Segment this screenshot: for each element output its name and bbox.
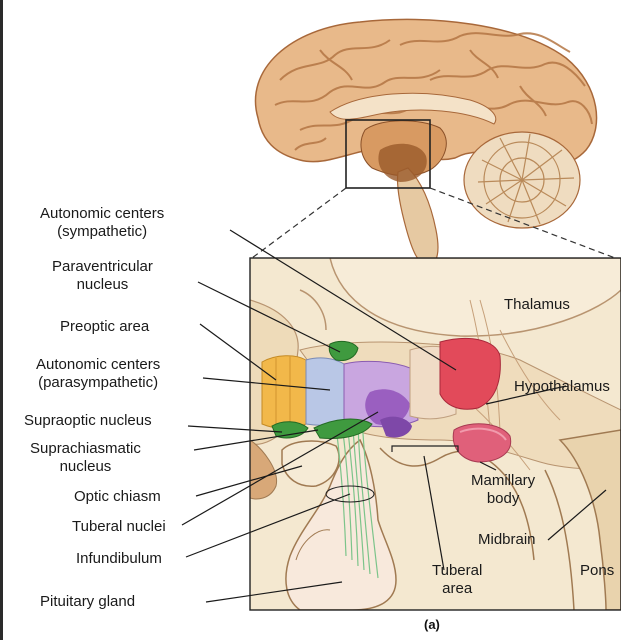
label-tuberal-area: Tuberal area [432, 562, 482, 598]
label-preoptic-area: Preoptic area [60, 318, 149, 336]
label-pituitary-gland: Pituitary gland [40, 593, 135, 611]
label-suprachiasmatic-line1: Suprachiasmatic [30, 440, 141, 458]
label-suprachiasmatic-line2: nucleus [30, 458, 141, 476]
label-midbrain: Midbrain [478, 531, 536, 549]
label-autonomic-sympathetic-line1: Autonomic centers [40, 205, 164, 223]
label-infundibulum: Infundibulum [76, 550, 162, 568]
label-paraventricular: Paraventricular nucleus [52, 258, 153, 294]
label-tuberal-nuclei: Tuberal nuclei [72, 518, 166, 536]
label-thalamus: Thalamus [504, 296, 570, 314]
label-autonomic-sympathetic-line2: (sympathetic) [40, 223, 164, 241]
figure-label: (a) [424, 617, 440, 632]
brain-illustration [255, 19, 596, 266]
label-optic-chiasm: Optic chiasm [74, 488, 161, 506]
label-pons: Pons [580, 562, 614, 580]
label-mamillary-line2: body [471, 490, 535, 508]
label-paraventricular-line1: Paraventricular [52, 258, 153, 276]
label-tuberal-area-line1: Tuberal [432, 562, 482, 580]
label-autonomic-parasympathetic-line2: (parasympathetic) [36, 374, 160, 392]
label-tuberal-area-line2: area [432, 580, 482, 598]
label-mamillary-line1: Mamillary [471, 472, 535, 490]
label-supraoptic-nucleus: Supraoptic nucleus [24, 412, 152, 430]
label-autonomic-parasympathetic-line1: Autonomic centers [36, 356, 160, 374]
label-autonomic-sympathetic: Autonomic centers (sympathetic) [40, 205, 164, 241]
label-hypothalamus: Hypothalamus [514, 378, 610, 396]
label-suprachiasmatic-nucleus: Suprachiasmatic nucleus [30, 440, 141, 476]
label-autonomic-parasympathetic: Autonomic centers (parasympathetic) [36, 356, 160, 392]
label-paraventricular-line2: nucleus [52, 276, 153, 294]
label-mamillary-body: Mamillary body [471, 472, 535, 508]
